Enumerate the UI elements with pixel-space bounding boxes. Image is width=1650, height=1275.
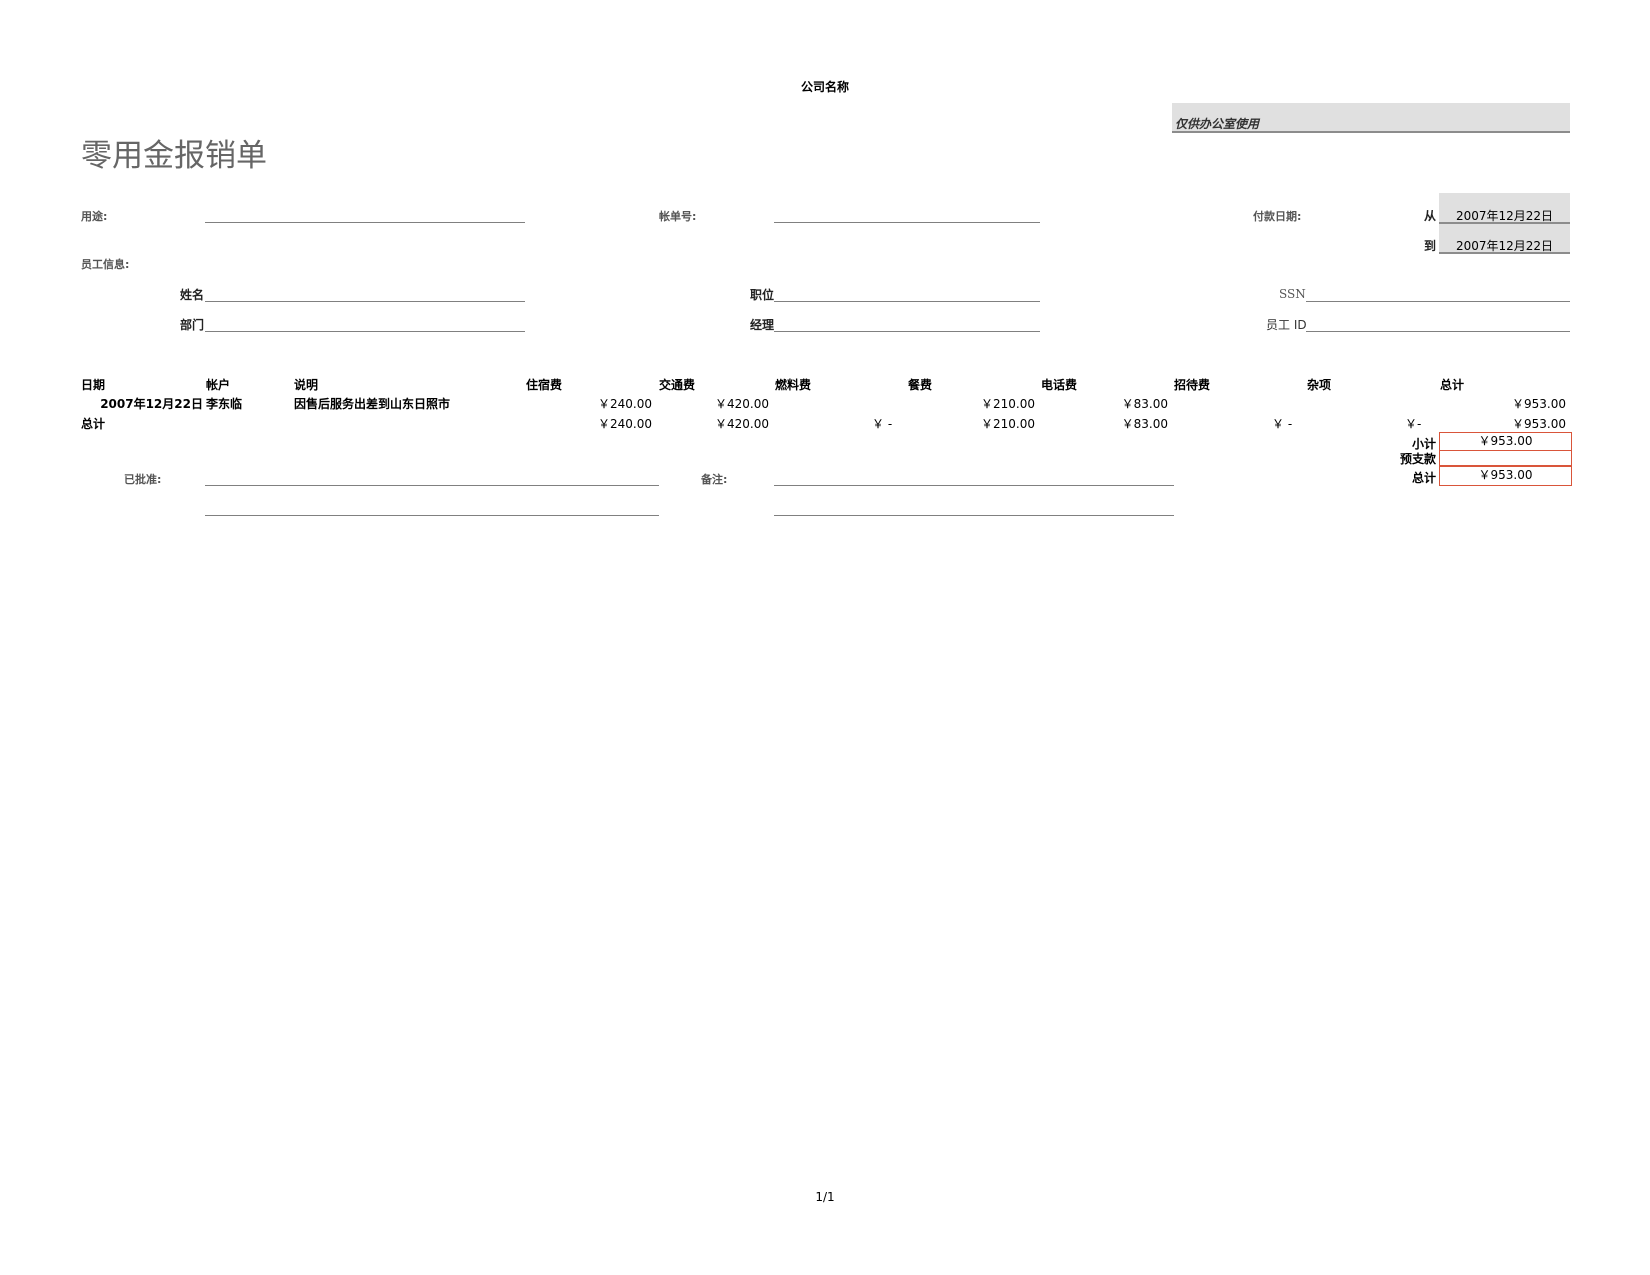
row-lodging: ￥240.00 — [598, 397, 652, 411]
manager-field[interactable] — [774, 331, 1040, 332]
col-header-description: 说明 — [294, 378, 319, 392]
purpose-label: 用途: — [81, 210, 108, 223]
col-header-transport: 交通费 — [659, 378, 696, 392]
total-misc: ￥- — [1405, 417, 1422, 431]
col-header-misc: 杂项 — [1307, 378, 1332, 392]
row-meals: ￥210.00 — [981, 397, 1035, 411]
summary-total-label: 总计 — [1411, 471, 1436, 485]
page-number: 1/1 — [815, 1190, 835, 1204]
notes-field-2[interactable] — [774, 515, 1174, 516]
col-header-meals: 餐费 — [908, 378, 933, 392]
to-label: 到 — [1424, 239, 1437, 253]
ssn-label: SSN — [1279, 287, 1306, 301]
approved-field-1[interactable] — [205, 485, 659, 486]
row-phone: ￥83.00 — [1121, 397, 1168, 411]
approved-label: 已批准: — [124, 473, 162, 486]
col-header-entertainment: 招待费 — [1174, 378, 1211, 392]
col-header-fuel: 燃料费 — [775, 378, 812, 392]
page-title: 零用金报销单 — [81, 138, 267, 174]
manager-label: 经理 — [750, 318, 775, 332]
name-label: 姓名 — [180, 288, 205, 302]
purpose-field[interactable] — [205, 222, 525, 223]
total-row-label: 总计 — [81, 417, 106, 431]
total-fuel: ￥ - — [872, 417, 893, 431]
col-header-total: 总计 — [1440, 378, 1465, 392]
total-phone: ￥83.00 — [1121, 417, 1168, 431]
employee-info-label: 员工信息: — [81, 258, 130, 271]
total-meals: ￥210.00 — [981, 417, 1035, 431]
from-label: 从 — [1424, 209, 1437, 223]
summary-total-value: ￥953.00 — [1439, 466, 1572, 486]
advance-label: 预支款 — [1399, 452, 1436, 466]
approved-field-2[interactable] — [205, 515, 659, 516]
ssn-field[interactable] — [1306, 301, 1570, 302]
row-date: 2007年12月22日 — [100, 397, 203, 411]
row-description: 因售后服务出差到山东日照市 — [294, 397, 451, 411]
total-grand: ￥953.00 — [1512, 417, 1566, 431]
row-total: ￥953.00 — [1512, 397, 1566, 411]
pay-date-label: 付款日期: — [1253, 210, 1302, 223]
advance-value[interactable] — [1439, 450, 1572, 466]
emp-id-label: 员工 ID — [1266, 318, 1307, 332]
position-field[interactable] — [774, 301, 1040, 302]
from-date-value: 2007年12月22日 — [1455, 209, 1554, 223]
notes-label: 备注: — [701, 473, 728, 486]
col-header-phone: 电话费 — [1041, 378, 1078, 392]
office-use-label: 仅供办公室使用 — [1175, 117, 1260, 131]
notes-field-1[interactable] — [774, 485, 1174, 486]
col-header-account: 帐户 — [206, 378, 231, 392]
company-name: 公司名称 — [800, 80, 849, 94]
position-label: 职位 — [750, 288, 775, 302]
subtotal-value: ￥953.00 — [1439, 432, 1572, 451]
total-lodging: ￥240.00 — [598, 417, 652, 431]
to-date-box[interactable] — [1439, 224, 1570, 254]
total-entertainment: ￥ - — [1272, 417, 1293, 431]
from-date-box[interactable] — [1439, 193, 1570, 224]
row-transport: ￥420.00 — [715, 397, 769, 411]
dept-field[interactable] — [205, 331, 525, 332]
to-date-value: 2007年12月22日 — [1455, 239, 1554, 253]
col-header-date: 日期 — [81, 378, 106, 392]
invoice-label: 帐单号: — [659, 210, 697, 223]
row-account: 李东临 — [206, 397, 243, 411]
emp-id-field[interactable] — [1306, 331, 1570, 332]
dept-label: 部门 — [180, 318, 205, 332]
invoice-field[interactable] — [774, 222, 1040, 223]
name-field[interactable] — [205, 301, 525, 302]
office-use-box — [1172, 103, 1570, 133]
subtotal-label: 小计 — [1411, 437, 1436, 451]
total-transport: ￥420.00 — [715, 417, 769, 431]
col-header-lodging: 住宿费 — [526, 378, 563, 392]
